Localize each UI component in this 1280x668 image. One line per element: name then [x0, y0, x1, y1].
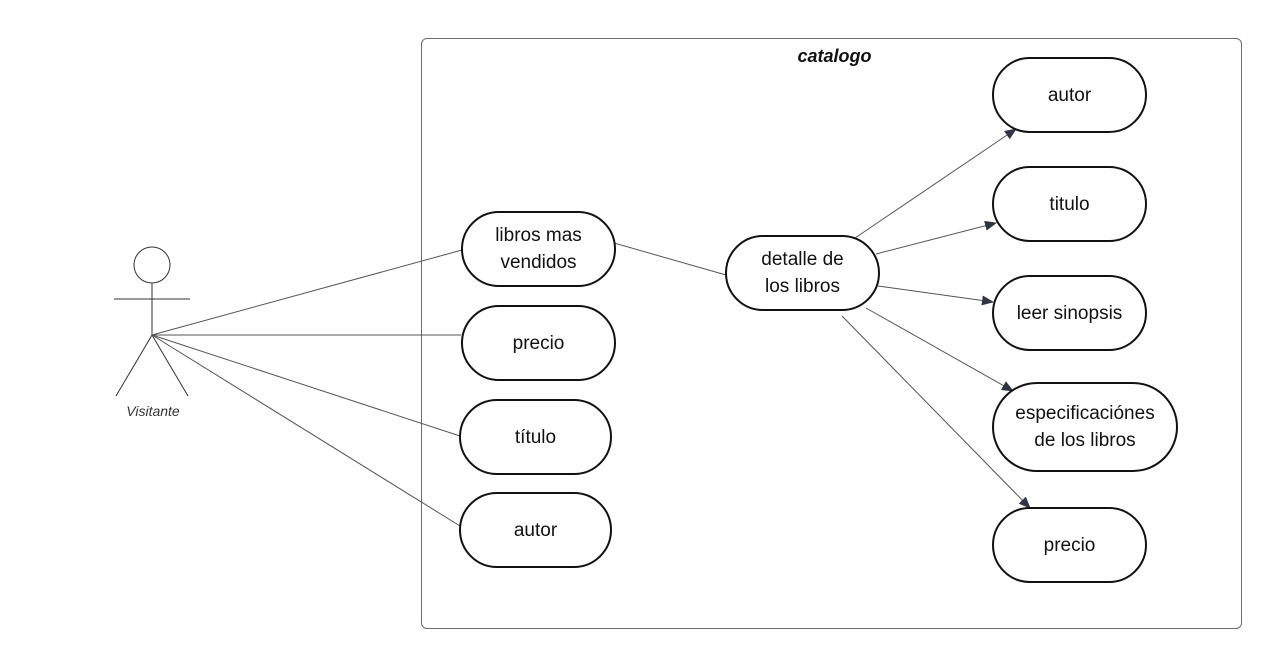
association-libros-mas-vendidos [151, 249, 463, 336]
usecase-autor[interactable]: autor [459, 492, 612, 568]
arrow-to-precio [841, 315, 1031, 509]
actor-left-leg [115, 334, 153, 397]
usecase-precio[interactable]: precio [461, 305, 616, 381]
system-title: catalogo [797, 46, 872, 66]
arrow-to-autor [854, 128, 1017, 239]
usecase-especificaciones[interactable]: especificaciónes de los libros [992, 382, 1178, 472]
link-vendidos-detalle [613, 242, 727, 276]
actor-right-leg [151, 334, 189, 397]
usecase-leer-sinopsis[interactable]: leer sinopsis [992, 275, 1147, 351]
arrow-to-especificaciones [865, 307, 1014, 392]
association-autor [151, 334, 461, 527]
arrow-to-leer-sinopsis [877, 285, 994, 306]
arrow-to-titulo [875, 220, 997, 255]
association-titulo [151, 334, 461, 437]
usecase-titulo-detail[interactable]: titulo [992, 166, 1147, 242]
usecase-detalle-de-los-libros[interactable]: detalle de los libros [725, 235, 880, 311]
system-boundary [421, 38, 1242, 629]
usecase-titulo[interactable]: título [459, 399, 612, 475]
usecase-autor-detail[interactable]: autor [992, 57, 1147, 133]
usecase-libros-mas-vendidos[interactable]: libros mas vendidos [461, 211, 616, 287]
actor-head [133, 246, 171, 284]
actor-figure [114, 246, 190, 397]
actor-label: Visitante [126, 403, 180, 419]
usecase-precio-detail[interactable]: precio [992, 507, 1147, 583]
